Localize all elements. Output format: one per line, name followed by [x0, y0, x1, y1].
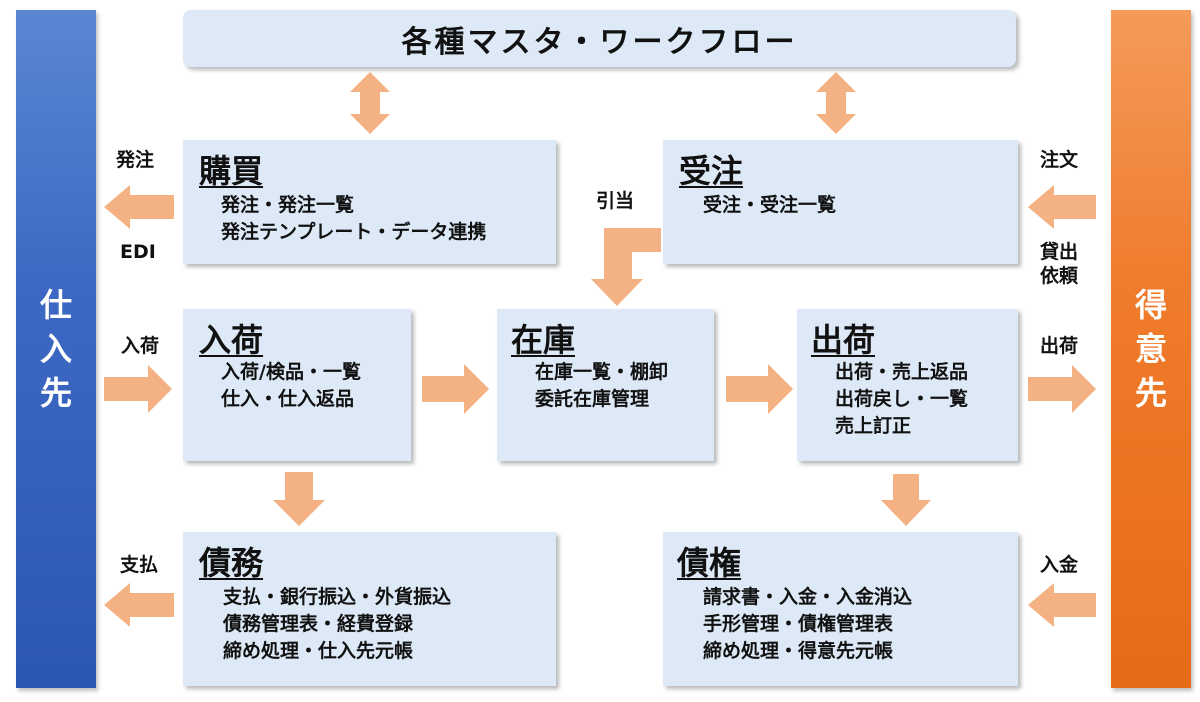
payables-lines: 支払・銀行振込・外貨振込 債務管理表・経費登録 締め処理・仕入先元帳 [223, 584, 451, 665]
receivables-line-3: 締め処理・得意先元帳 [703, 640, 894, 662]
customer-label-char-2: 意 [1134, 330, 1167, 368]
customer-order-arrow [1028, 185, 1096, 229]
lending-request-line-1: 貸出 [1040, 241, 1079, 263]
inventory-shipping-arrow [726, 364, 793, 414]
purchase-box: 購買 発注・発注一覧 発注テンプレート・データ連携 [183, 140, 556, 264]
inventory-box: 在庫 在庫一覧・棚卸 委託在庫管理 [497, 309, 714, 461]
order-lines: 受注・受注一覧 [703, 192, 836, 219]
ship-out-label: 出荷 [1040, 335, 1079, 357]
payables-box: 債務 支払・銀行振込・外貨振込 債務管理表・経費登録 締め処理・仕入先元帳 [183, 532, 556, 686]
master-order-arrow [816, 72, 856, 134]
shipping-line-2: 出荷戻し・一覧 [835, 388, 969, 410]
receivables-title: 債権 [677, 544, 742, 582]
shipping-title: 出荷 [811, 321, 876, 359]
master-purchase-arrow [350, 72, 390, 134]
supplier-label-char-2: 入 [39, 330, 72, 368]
order-out-arrow [104, 185, 174, 229]
receivables-line-2: 手形管理・債権管理表 [703, 613, 894, 635]
supplier-label-char-1: 仕 [39, 286, 72, 324]
receipt-in-label: 入荷 [121, 335, 160, 357]
purchase-line-1: 発注・発注一覧 [221, 194, 355, 216]
inventory-line-1: 在庫一覧・棚卸 [535, 361, 669, 383]
master-workflow-label: 各種マスタ・ワークフロー [401, 24, 798, 60]
allocation-label: 引当 [596, 190, 635, 212]
shipping-line-1: 出荷・売上返品 [835, 361, 969, 383]
payables-title: 債務 [199, 544, 264, 582]
lending-request-label: 貸出 依頼 [1040, 240, 1078, 288]
payables-line-2: 債務管理表・経費登録 [223, 613, 414, 635]
payables-line-1: 支払・銀行振込・外貨振込 [223, 586, 452, 608]
order-out-label: 発注 [116, 149, 155, 171]
allocation-arrow [591, 228, 661, 306]
receiving-payables-arrow [273, 472, 325, 526]
receiving-line-1: 入荷/検品・一覧 [221, 361, 361, 383]
receipt-in-arrow [104, 365, 172, 413]
supplier-bar: 仕 入 先 [16, 10, 96, 688]
inventory-title: 在庫 [511, 321, 576, 359]
receiving-line-2: 仕入・仕入返品 [221, 388, 355, 410]
shipping-receivables-arrow [881, 474, 931, 526]
inventory-lines: 在庫一覧・棚卸 委託在庫管理 [535, 359, 668, 413]
edi-label: EDI [120, 241, 156, 263]
order-box: 受注 受注・受注一覧 [663, 140, 1018, 264]
shipping-line-3: 売上訂正 [835, 415, 912, 437]
ship-out-arrow [1028, 365, 1096, 413]
receiving-inventory-arrow [422, 364, 489, 414]
receivables-line-1: 請求書・入金・入金消込 [703, 586, 913, 608]
receiving-lines: 入荷/検品・一覧 仕入・仕入返品 [221, 359, 361, 413]
order-title: 受注 [679, 152, 744, 190]
shipping-lines: 出荷・売上返品 出荷戻し・一覧 売上訂正 [835, 359, 968, 440]
receiving-box: 入荷 入荷/検品・一覧 仕入・仕入返品 [183, 309, 411, 461]
shipping-box: 出荷 出荷・売上返品 出荷戻し・一覧 売上訂正 [797, 309, 1018, 461]
receivables-box: 債権 請求書・入金・入金消込 手形管理・債権管理表 締め処理・得意先元帳 [663, 532, 1018, 686]
deposit-arrow [1028, 583, 1096, 627]
customer-label-char-3: 先 [1134, 374, 1167, 412]
payables-line-3: 締め処理・仕入先元帳 [223, 640, 414, 662]
purchase-lines: 発注・発注一覧 発注テンプレート・データ連携 [221, 192, 486, 246]
customer-bar: 得 意 先 [1111, 10, 1191, 688]
supplier-label: 仕 入 先 [40, 283, 72, 415]
purchase-title: 購買 [199, 152, 264, 190]
deposit-label: 入金 [1040, 554, 1079, 576]
supplier-label-char-3: 先 [39, 374, 72, 412]
lending-request-line-2: 依頼 [1040, 265, 1079, 287]
payment-arrow [104, 583, 174, 627]
master-workflow-box: 各種マスタ・ワークフロー [183, 10, 1016, 67]
inventory-line-2: 委託在庫管理 [535, 388, 650, 410]
receiving-title: 入荷 [199, 321, 264, 359]
payment-label: 支払 [120, 554, 159, 576]
customer-order-label: 注文 [1040, 149, 1079, 171]
purchase-line-2: 発注テンプレート・データ連携 [221, 221, 487, 243]
customer-label-char-1: 得 [1134, 286, 1167, 324]
order-line-1: 受注・受注一覧 [703, 194, 837, 216]
receivables-lines: 請求書・入金・入金消込 手形管理・債権管理表 締め処理・得意先元帳 [703, 584, 912, 665]
customer-label: 得 意 先 [1135, 283, 1167, 415]
